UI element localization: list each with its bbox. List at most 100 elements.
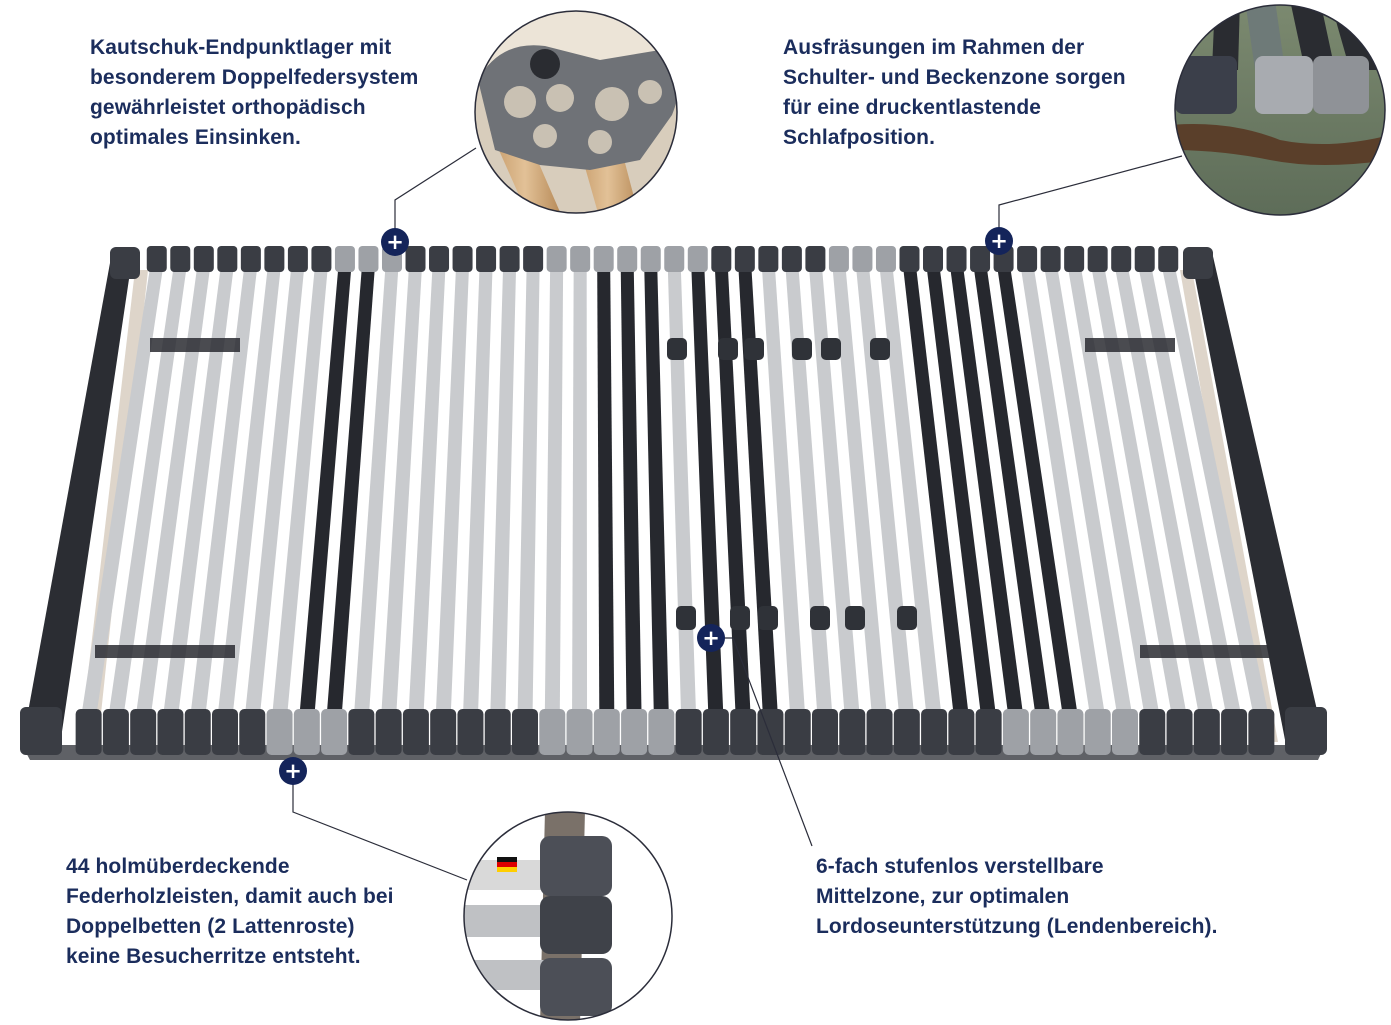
slat bbox=[644, 266, 669, 717]
slat-cap bbox=[617, 246, 638, 272]
slat-cap bbox=[1166, 709, 1193, 755]
slat-cap bbox=[711, 246, 732, 272]
hotspot-symbol: + bbox=[702, 626, 720, 650]
hotspot-symbol: + bbox=[990, 229, 1008, 253]
slat bbox=[597, 266, 615, 717]
slat-cap bbox=[1193, 709, 1220, 755]
callout-endpoint-bearing: Kautschuk-Endpunktlager mit besonderem D… bbox=[90, 33, 418, 153]
slider-block bbox=[667, 338, 687, 360]
slat bbox=[997, 266, 1078, 717]
slat-cap bbox=[499, 246, 520, 272]
slat-cap bbox=[170, 246, 191, 272]
right-side-rail bbox=[1190, 252, 1325, 745]
slat bbox=[326, 266, 375, 717]
slat bbox=[162, 266, 234, 717]
slat bbox=[785, 266, 833, 717]
slat-cap bbox=[1087, 246, 1108, 272]
slat-cap bbox=[75, 709, 102, 755]
slat bbox=[244, 266, 305, 717]
detail-endpoint-bearing bbox=[474, 10, 678, 214]
slider-block bbox=[821, 338, 841, 360]
callout-line: für eine druckentlastende bbox=[783, 96, 1042, 119]
slat bbox=[714, 266, 751, 717]
hotspot-slats[interactable]: + bbox=[279, 757, 307, 785]
slat bbox=[1044, 266, 1133, 717]
slat bbox=[381, 266, 423, 717]
slat bbox=[490, 266, 517, 717]
slider-block bbox=[718, 338, 738, 360]
slat bbox=[738, 266, 778, 717]
slat-cap bbox=[758, 246, 779, 272]
callout-line: 44 holmüberdeckende bbox=[66, 855, 290, 878]
detail-slats bbox=[463, 811, 673, 1021]
slat-cap bbox=[512, 709, 538, 755]
slat-cap bbox=[828, 246, 849, 272]
slat bbox=[353, 266, 399, 717]
slat-cap bbox=[1084, 709, 1111, 755]
callout-line: Ausfräsungen im Rahmen der bbox=[783, 36, 1085, 59]
slat-cap bbox=[1057, 709, 1084, 755]
slat-cap bbox=[476, 246, 497, 272]
slat-cap bbox=[566, 709, 593, 755]
hotspot-endpoint-bearing[interactable]: + bbox=[381, 228, 409, 256]
slat-cap bbox=[266, 709, 293, 755]
slat bbox=[832, 266, 888, 717]
slat-cap bbox=[457, 709, 484, 755]
slat-cap bbox=[593, 709, 620, 755]
slat-cap bbox=[1221, 709, 1248, 755]
callout-line: 6-fach stufenlos verstellbare bbox=[816, 855, 1104, 878]
slat bbox=[1161, 266, 1269, 717]
slat-cap bbox=[157, 709, 184, 755]
callout-line: Schlafposition. bbox=[783, 126, 936, 149]
plus-circle-icon bbox=[985, 227, 1013, 255]
slat-cap bbox=[593, 246, 614, 272]
slat bbox=[135, 266, 211, 717]
slat bbox=[108, 266, 187, 717]
slat-cap bbox=[293, 709, 320, 755]
slats bbox=[75, 246, 1275, 755]
callout-line: keine Besucherritze entsteht. bbox=[66, 945, 361, 968]
cross-braces bbox=[95, 338, 1270, 658]
slider-block bbox=[792, 338, 812, 360]
slat-cap bbox=[1139, 709, 1166, 755]
slat-cap bbox=[287, 246, 308, 272]
slat-cap bbox=[1040, 246, 1061, 272]
slat-cap bbox=[1112, 709, 1138, 755]
slat-cap bbox=[921, 709, 948, 755]
slider-block bbox=[676, 606, 696, 630]
callout-line: Schulter- und Beckenzone sorgen bbox=[783, 66, 1126, 89]
slat-cap bbox=[240, 246, 261, 272]
slat bbox=[435, 266, 470, 717]
slat-cap bbox=[217, 246, 238, 272]
slat-cap bbox=[1248, 709, 1275, 755]
slat-cap bbox=[402, 709, 429, 755]
slat-cap bbox=[781, 246, 802, 272]
slat bbox=[1067, 266, 1160, 717]
hotspot-symbol: + bbox=[284, 759, 302, 783]
slat-cap bbox=[1158, 246, 1179, 272]
hotspot-middle-zone[interactable]: + bbox=[697, 624, 725, 652]
slat-cap bbox=[640, 246, 661, 272]
slat bbox=[572, 266, 588, 717]
slat-cap bbox=[648, 709, 675, 755]
slat-cap bbox=[375, 709, 402, 755]
slat-cap bbox=[539, 709, 566, 755]
slat-cap bbox=[146, 246, 167, 272]
slat-cap bbox=[264, 246, 285, 272]
slat-cap bbox=[193, 246, 214, 272]
slat bbox=[808, 266, 860, 717]
slat-cap bbox=[334, 246, 355, 272]
hotspot-frame-cutouts[interactable]: + bbox=[985, 227, 1013, 255]
callout-middle-zone: 6-fach stufenlos verstellbare Mittelzone… bbox=[816, 852, 1218, 942]
slat-cap bbox=[866, 709, 893, 755]
slat-cap bbox=[730, 709, 757, 755]
slat-cap bbox=[734, 246, 755, 272]
slat-cap bbox=[1111, 246, 1132, 272]
slat bbox=[217, 266, 281, 717]
slat-cap bbox=[1134, 246, 1155, 272]
slat bbox=[1020, 266, 1106, 717]
slat-cap bbox=[1030, 709, 1057, 755]
slat bbox=[517, 266, 540, 717]
slat bbox=[973, 266, 1051, 717]
slat-cap bbox=[621, 709, 648, 755]
